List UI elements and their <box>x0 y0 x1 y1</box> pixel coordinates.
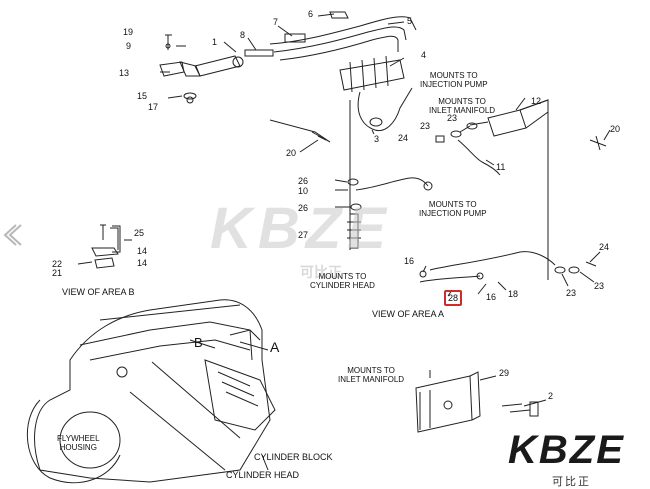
callout-14-upper: 14 <box>137 246 148 256</box>
note-mounts-injection-pump-middle: MOUNTS TO INJECTION PUMP <box>419 200 487 218</box>
callout-24-a: 24 <box>398 133 409 143</box>
callout-3: 3 <box>374 134 380 144</box>
callout-23-a: 23 <box>447 113 458 123</box>
callout-8: 8 <box>240 30 246 40</box>
callout-6: 6 <box>308 9 314 19</box>
callout-19: 19 <box>123 27 134 37</box>
callout-9: 9 <box>126 41 132 51</box>
callout-20-right: 20 <box>610 124 621 134</box>
note-mounts-cylinder-head: MOUNTS TO CYLINDER HEAD <box>310 272 375 290</box>
callout-23-c: 23 <box>566 288 577 298</box>
previous-image-arrow-icon[interactable] <box>0 222 22 248</box>
callout-12: 12 <box>531 96 542 106</box>
callout-1: 1 <box>212 37 218 47</box>
callout-4: 4 <box>421 50 427 60</box>
callout-26-upper: 26 <box>298 176 309 186</box>
callout-11: 11 <box>496 162 506 172</box>
callout-25: 25 <box>134 228 145 238</box>
area-b-marker: B <box>194 335 203 350</box>
callout-21: 21 <box>52 268 63 278</box>
kbze-logo: KBZE 可比正 <box>508 428 646 488</box>
callout-23-d: 23 <box>594 281 605 291</box>
callout-28-highlighted: 28 <box>444 290 463 306</box>
callout-24-b: 24 <box>599 242 610 252</box>
callout-10: 10 <box>298 186 309 196</box>
callout-17: 17 <box>148 102 159 112</box>
callout-16-right: 16 <box>486 292 497 302</box>
note-mounts-inlet-manifold-bottom: MOUNTS TO INLET MANIFOLD <box>338 366 405 384</box>
logo-subtext: 可比正 <box>552 476 591 488</box>
callout-20-left: 20 <box>286 148 297 158</box>
callout-18: 18 <box>508 289 519 299</box>
callout-29: 29 <box>499 368 510 378</box>
area-a-marker: A <box>270 339 280 355</box>
callout-15: 15 <box>137 91 148 101</box>
cylinder-block-label: CYLINDER BLOCK <box>254 452 333 462</box>
callout-22: 22 <box>52 259 63 269</box>
cylinder-head-label: CYLINDER HEAD <box>226 470 300 480</box>
watermark-text: KBZE <box>210 196 392 261</box>
view-of-area-b-label: VIEW OF AREA B <box>62 287 135 297</box>
flywheel-housing-label: FLYWHEEL HOUSING <box>57 434 100 452</box>
note-mounts-inlet-manifold-top: MOUNTS TO INLET MANIFOLD <box>429 97 496 115</box>
view-of-area-a-label: VIEW OF AREA A <box>372 309 445 319</box>
callout-13: 13 <box>119 68 130 78</box>
callout-2: 2 <box>548 391 554 401</box>
logo-text: KBZE <box>508 428 625 472</box>
callout-23-b: 23 <box>420 121 431 131</box>
callout-16-left: 16 <box>404 256 415 266</box>
watermark-subtext: 可比正 <box>300 264 342 280</box>
callout-27: 27 <box>298 230 309 240</box>
note-mounts-injection-pump-top: MOUNTS TO INJECTION PUMP <box>420 71 488 89</box>
callout-7: 7 <box>273 17 279 27</box>
callout-5: 5 <box>407 16 413 26</box>
callout-26-lower: 26 <box>298 203 309 213</box>
callout-14-lower: 14 <box>137 258 148 268</box>
